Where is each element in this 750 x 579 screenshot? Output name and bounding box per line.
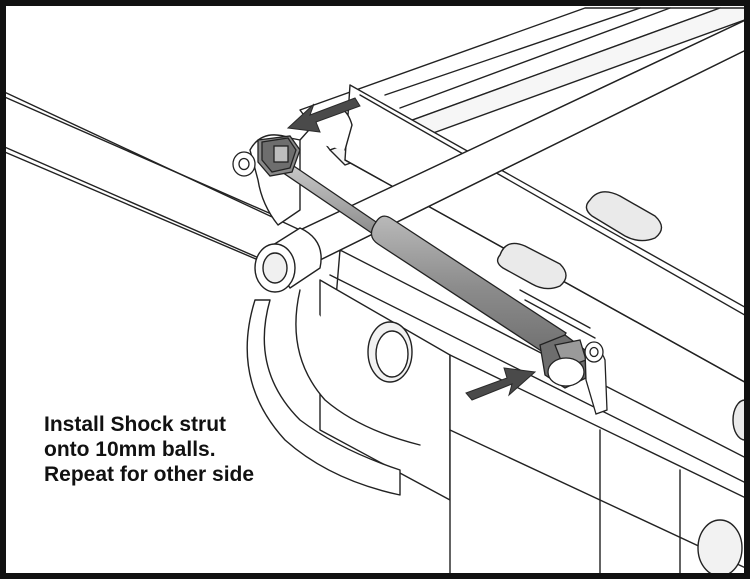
arrow-left-icon: [286, 97, 361, 133]
curved-tube: [246, 289, 421, 496]
lower-frame-tube: [319, 279, 750, 579]
arrow-right-icon: [465, 367, 537, 401]
upper-end-fitting: [257, 135, 301, 177]
upper-frame-rails: [299, 7, 750, 166]
caption-line-2: onto 10mm balls.: [44, 438, 216, 461]
caption-line-3: Repeat for other side: [44, 463, 255, 486]
bracket-slots: [496, 191, 750, 441]
instruction-caption: Install Shock strut onto 10mm balls. Rep…: [44, 412, 254, 487]
shock-strut: [232, 135, 608, 415]
tube-collar: [254, 227, 322, 293]
upper-ball-stud: [232, 151, 256, 177]
caption-line-1: Install Shock strut: [44, 413, 227, 436]
lower-mount-plate: [584, 341, 608, 415]
